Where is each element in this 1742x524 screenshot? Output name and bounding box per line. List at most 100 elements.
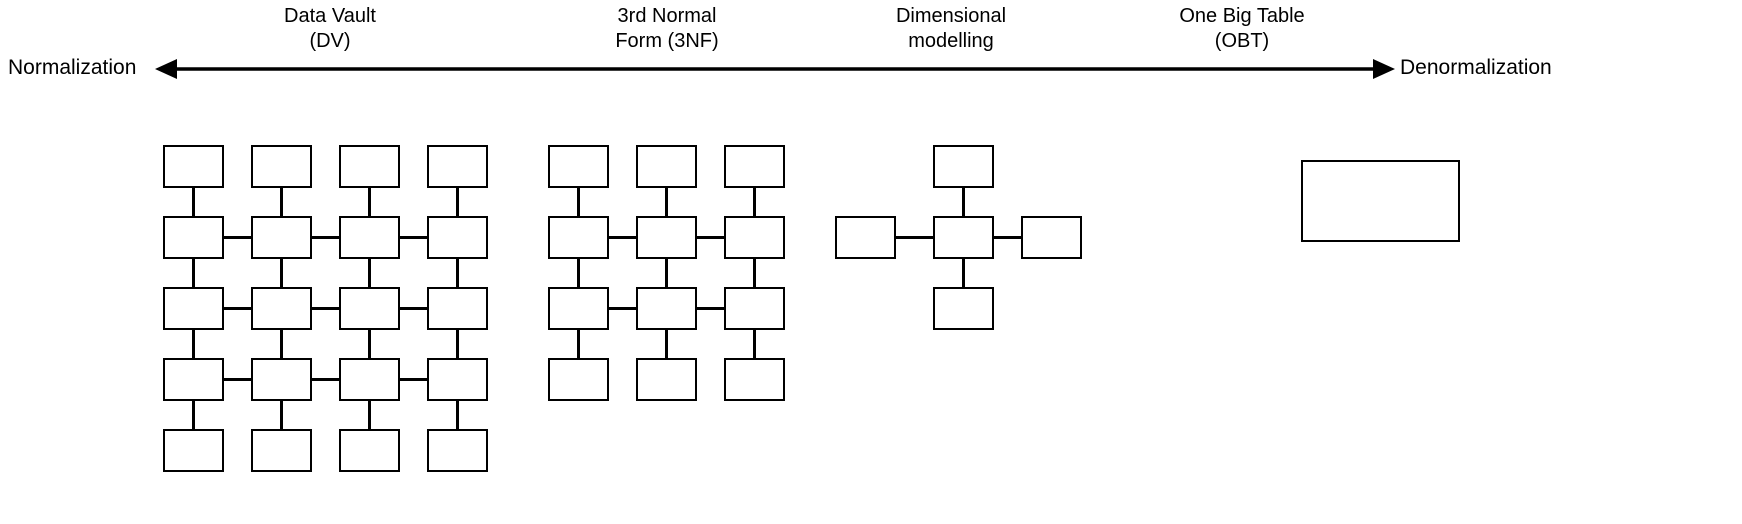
entity-box-r1c1 <box>548 145 609 188</box>
entity-box-r3c2 <box>636 287 697 330</box>
one-big-table-box <box>1301 160 1460 242</box>
entity-box-r1c2 <box>636 145 697 188</box>
horizontal-connector <box>312 236 339 239</box>
entity-box-r1c4 <box>427 145 488 188</box>
entity-box-r4c4 <box>427 358 488 401</box>
horizontal-connector <box>224 307 251 310</box>
entity-box-r2c2 <box>251 216 312 259</box>
entity-box-r5c3 <box>339 429 400 472</box>
horizontal-connector <box>312 307 339 310</box>
entity-box-r3c1 <box>163 287 224 330</box>
category-label-line1: 3rd Normal <box>617 5 717 27</box>
entity-box-r3c4 <box>427 287 488 330</box>
entity-box-r4c1 <box>163 358 224 401</box>
category-label-line2: (OBT) <box>1214 30 1270 52</box>
entity-box-r2c3 <box>339 216 400 259</box>
vertical-connector <box>753 188 756 216</box>
vertical-connector <box>753 330 756 358</box>
vertical-connector <box>280 330 283 358</box>
entity-box-r3c3 <box>724 287 785 330</box>
entity-box-r5c2 <box>251 429 312 472</box>
horizontal-connector <box>609 307 636 310</box>
vertical-connector <box>456 188 459 216</box>
category-label-data-vault: Data Vault (DV) <box>284 4 376 54</box>
category-label-one-big-table: One Big Table (OBT) <box>1179 4 1304 54</box>
entity-box-r2c4 <box>427 216 488 259</box>
vertical-connector <box>368 401 371 429</box>
entity-box-r5c1 <box>163 429 224 472</box>
vertical-connector <box>753 259 756 287</box>
vertical-connector <box>665 188 668 216</box>
entity-box-r3c2 <box>251 287 312 330</box>
horizontal-connector <box>224 378 251 381</box>
entity-box-r4c3 <box>339 358 400 401</box>
vertical-connector <box>577 188 580 216</box>
category-label-line1: Dimensional <box>895 5 1007 27</box>
vertical-connector <box>962 188 965 216</box>
entity-box-r1c3 <box>339 145 400 188</box>
vertical-connector <box>192 259 195 287</box>
entity-box-r2c2 <box>636 216 697 259</box>
dimension-right-box <box>1021 216 1082 259</box>
vertical-connector <box>368 188 371 216</box>
vertical-connector <box>192 330 195 358</box>
vertical-connector <box>280 259 283 287</box>
category-label-line2: (DV) <box>309 30 351 52</box>
horizontal-connector <box>697 307 724 310</box>
horizontal-connector <box>697 236 724 239</box>
entity-box-r3c1 <box>548 287 609 330</box>
vertical-connector <box>456 259 459 287</box>
vertical-connector <box>280 401 283 429</box>
category-label-line2: modelling <box>908 30 994 52</box>
spectrum-double-arrow-icon <box>155 59 1395 79</box>
entity-box-r4c2 <box>251 358 312 401</box>
vertical-connector <box>962 259 965 287</box>
horizontal-connector <box>994 236 1021 239</box>
vertical-connector <box>577 330 580 358</box>
entity-box-r1c1 <box>163 145 224 188</box>
entity-box-r4c3 <box>724 358 785 401</box>
denormalization-label: Denormalization <box>1400 56 1552 79</box>
dimension-top-box <box>933 145 994 188</box>
vertical-connector <box>665 259 668 287</box>
category-label-line1: One Big Table <box>1179 5 1305 27</box>
entity-box-r1c2 <box>251 145 312 188</box>
entity-box-r3c3 <box>339 287 400 330</box>
entity-box-r5c4 <box>427 429 488 472</box>
entity-box-r4c1 <box>548 358 609 401</box>
entity-box-r2c1 <box>163 216 224 259</box>
dimension-bottom-box <box>933 287 994 330</box>
normalization-label: Normalization <box>8 56 137 79</box>
horizontal-connector <box>400 307 427 310</box>
vertical-connector <box>665 330 668 358</box>
entity-box-r1c3 <box>724 145 785 188</box>
vertical-connector <box>456 401 459 429</box>
horizontal-connector <box>896 236 933 239</box>
vertical-connector <box>456 330 459 358</box>
category-label-dimensional-modelling: Dimensional modelling <box>896 4 1006 54</box>
entity-box-r4c2 <box>636 358 697 401</box>
horizontal-connector <box>609 236 636 239</box>
fact-table-box <box>933 216 994 259</box>
vertical-connector <box>368 259 371 287</box>
horizontal-connector <box>400 236 427 239</box>
horizontal-connector <box>400 378 427 381</box>
horizontal-connector <box>224 236 251 239</box>
vertical-connector <box>192 401 195 429</box>
category-label-line2: Form (3NF) <box>615 30 719 52</box>
entity-box-r2c1 <box>548 216 609 259</box>
vertical-connector <box>577 259 580 287</box>
vertical-connector <box>280 188 283 216</box>
vertical-connector <box>368 330 371 358</box>
vertical-connector <box>192 188 195 216</box>
dimension-left-box <box>835 216 896 259</box>
entity-box-r2c3 <box>724 216 785 259</box>
category-label-line1: Data Vault <box>284 5 376 27</box>
